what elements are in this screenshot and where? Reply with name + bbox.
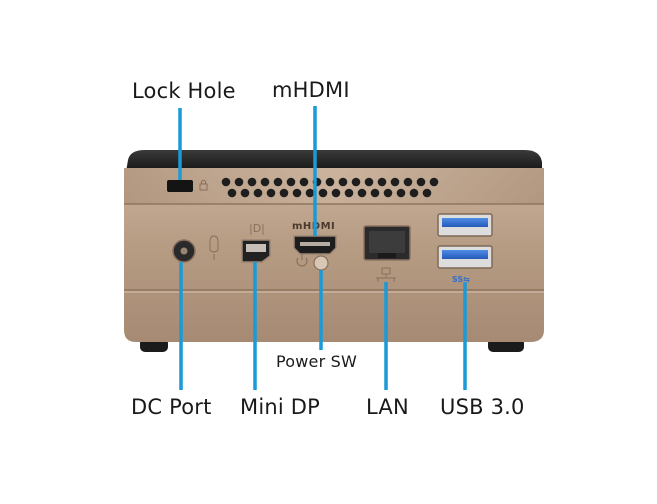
vent-hole bbox=[279, 188, 289, 198]
lock-icon bbox=[199, 179, 208, 191]
vent-holes bbox=[221, 177, 439, 198]
vent-hole bbox=[234, 177, 244, 187]
vent-hole bbox=[253, 188, 263, 198]
mhdmi-label: mHDMI bbox=[272, 78, 350, 102]
vent-hole bbox=[331, 188, 341, 198]
vent-hole bbox=[292, 188, 302, 198]
vent-hole bbox=[344, 188, 354, 198]
vent-hole bbox=[429, 177, 439, 187]
chassis-top-band bbox=[124, 168, 544, 204]
chassis bbox=[124, 168, 544, 342]
dc-port-label: DC Port bbox=[131, 395, 212, 419]
vent-hole bbox=[390, 177, 400, 187]
vent-hole bbox=[305, 188, 315, 198]
vent-hole bbox=[286, 177, 296, 187]
vent-hole bbox=[221, 177, 231, 187]
vent-hole bbox=[370, 188, 380, 198]
vent-hole bbox=[260, 177, 270, 187]
vent-hole bbox=[247, 177, 257, 187]
lock-hole-label: Lock Hole bbox=[132, 79, 236, 103]
callout-lines bbox=[178, 106, 467, 390]
vent-hole bbox=[383, 188, 393, 198]
vent-hole bbox=[318, 188, 328, 198]
usb3-label: USB 3.0 bbox=[440, 395, 525, 419]
vent-hole bbox=[240, 188, 250, 198]
usb-ss-icon: SS⇆ bbox=[452, 275, 470, 284]
vent-hole bbox=[351, 177, 361, 187]
power-icon bbox=[296, 254, 308, 267]
top-cover bbox=[126, 150, 542, 172]
vent-hole bbox=[273, 177, 283, 187]
vent-hole bbox=[357, 188, 367, 198]
dc-icon bbox=[209, 235, 219, 260]
power-sw-label: Power SW bbox=[276, 352, 358, 371]
mini-dp-label: Mini DP bbox=[240, 395, 321, 419]
vent-hole bbox=[403, 177, 413, 187]
vent-hole bbox=[364, 177, 374, 187]
vent-hole bbox=[377, 177, 387, 187]
power-switch bbox=[313, 255, 329, 271]
minidp-marking: |D| bbox=[249, 222, 265, 235]
lock-hole bbox=[167, 180, 193, 192]
vent-hole bbox=[396, 188, 406, 198]
lan-label: LAN bbox=[366, 395, 409, 419]
vent-hole bbox=[409, 188, 419, 198]
vent-hole bbox=[338, 177, 348, 187]
vent-hole bbox=[299, 177, 309, 187]
lan-icon bbox=[376, 267, 396, 282]
vent-hole bbox=[266, 188, 276, 198]
vent-hole bbox=[416, 177, 426, 187]
vent-hole bbox=[422, 188, 432, 198]
vent-hole bbox=[227, 188, 237, 198]
vent-hole bbox=[325, 177, 335, 187]
